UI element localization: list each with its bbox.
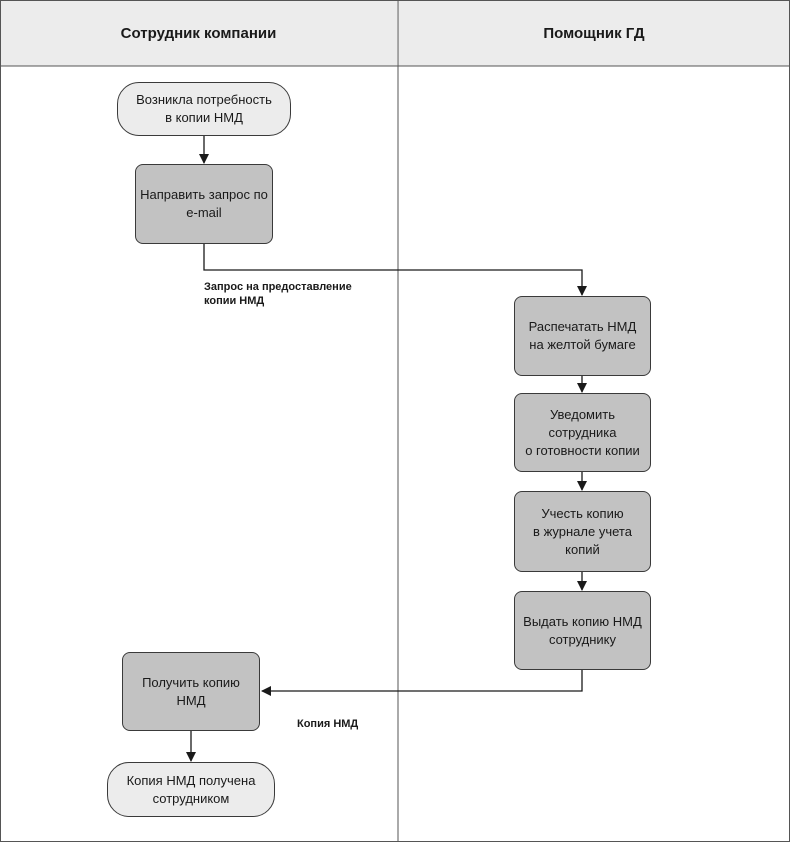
node-register-copy: Учесть копию в журнале учета копий	[514, 491, 651, 572]
node-copy-received: Копия НМД получена сотрудником	[107, 762, 275, 817]
node-need-copy: Возникла потребность в копии НМД	[117, 82, 291, 136]
flow-label-request: Запрос на предоставление копии НМД	[204, 281, 352, 307]
node-receive-copy: Получить копию НМД	[122, 652, 260, 731]
lane-header-employee: Сотрудник компании	[0, 0, 397, 66]
node-notify-employee: Уведомить сотрудника о готовности копии	[514, 393, 651, 472]
arrow-issue-to-receive	[261, 670, 583, 696]
arrow-send-to-print	[203, 244, 587, 296]
node-issue-copy: Выдать копию НМД сотруднику	[514, 591, 651, 670]
lane-header-assistant: Помощник ГД	[398, 0, 790, 66]
node-print-copy: Распечатать НМД на желтой бумаге	[514, 296, 651, 376]
node-send-request: Направить запрос по e-mail	[135, 164, 273, 244]
flow-label-copy: Копия НМД	[297, 718, 359, 730]
